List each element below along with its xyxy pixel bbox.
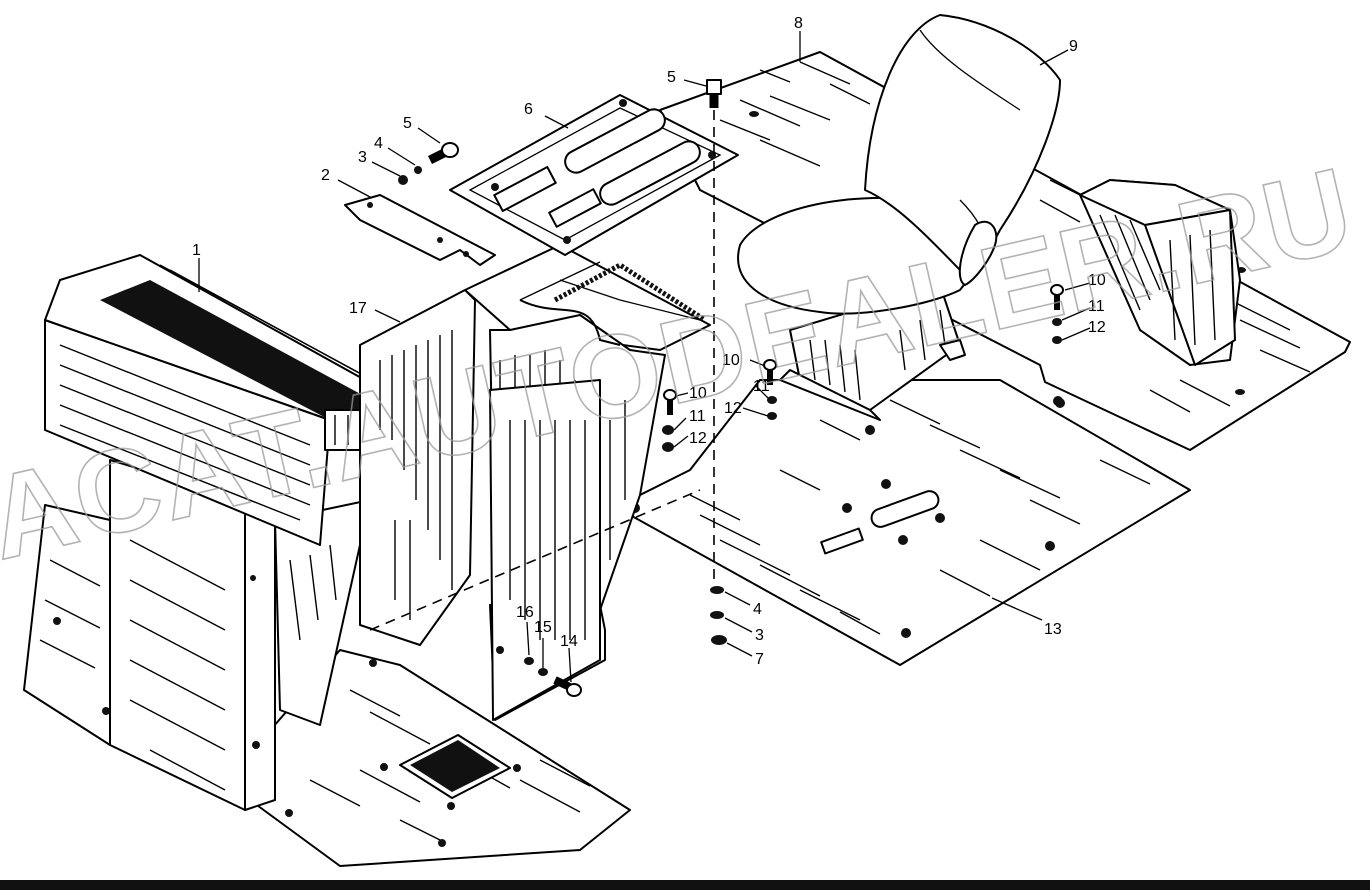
- callout-13: 13: [1044, 621, 1062, 638]
- bolt-group-14-15-16: [524, 657, 582, 697]
- callout-9: 9: [1069, 38, 1078, 55]
- storage-box: [1079, 179, 1241, 366]
- leader-lines: [198, 31, 1091, 683]
- bolt-group-10-11-12-right: [1050, 284, 1064, 344]
- bracket-2: [344, 194, 496, 266]
- callout-12: 12: [724, 400, 742, 417]
- callout-12: 12: [689, 430, 707, 447]
- callout-16: 16: [516, 604, 534, 621]
- callout-6: 6: [524, 101, 533, 118]
- callout-10: 10: [722, 352, 740, 369]
- callout-4: 4: [374, 135, 383, 152]
- callout-15: 15: [534, 619, 552, 636]
- callout-17: 17: [349, 300, 367, 317]
- callout-14: 14: [560, 633, 578, 650]
- callout-7: 7: [755, 651, 764, 668]
- callout-12: 12: [1088, 319, 1106, 336]
- callout-4: 4: [753, 601, 762, 618]
- bolt-5-center: [706, 79, 722, 108]
- left-floor-plate: [249, 649, 631, 867]
- callout-11: 11: [689, 408, 706, 425]
- cover-plate-6: [449, 94, 739, 256]
- operator-seat-9: [737, 14, 1063, 435]
- callout-1: 1: [192, 242, 201, 259]
- callout-3: 3: [358, 149, 367, 166]
- bolt-5-left: [398, 142, 459, 185]
- callout-3: 3: [755, 627, 764, 644]
- front-plate: [489, 379, 606, 721]
- callout-8: 8: [794, 15, 803, 32]
- callout-2: 2: [321, 167, 330, 184]
- bolt-group-10-11-12-center: [763, 359, 777, 420]
- bottom-border: [0, 880, 1370, 890]
- callout-10: 10: [689, 385, 707, 402]
- bolt-group-10-11-12-left: [662, 389, 677, 452]
- side-panel-17: [359, 289, 476, 646]
- callout-11: 11: [753, 378, 770, 395]
- fastener-stack-bottom: [710, 586, 727, 645]
- callout-labels: 1 2 3 4 5 5 6 8 9 17 10 11 12 10 11 12 1…: [192, 15, 1106, 668]
- callout-5: 5: [403, 115, 412, 132]
- front-console-1: [23, 254, 411, 811]
- callout-11: 11: [1088, 298, 1105, 315]
- callout-10: 10: [1088, 272, 1106, 289]
- front-floor-plate-13: [619, 379, 1191, 666]
- callout-5: 5: [667, 69, 676, 86]
- assembly-axis-line-2: [369, 489, 701, 631]
